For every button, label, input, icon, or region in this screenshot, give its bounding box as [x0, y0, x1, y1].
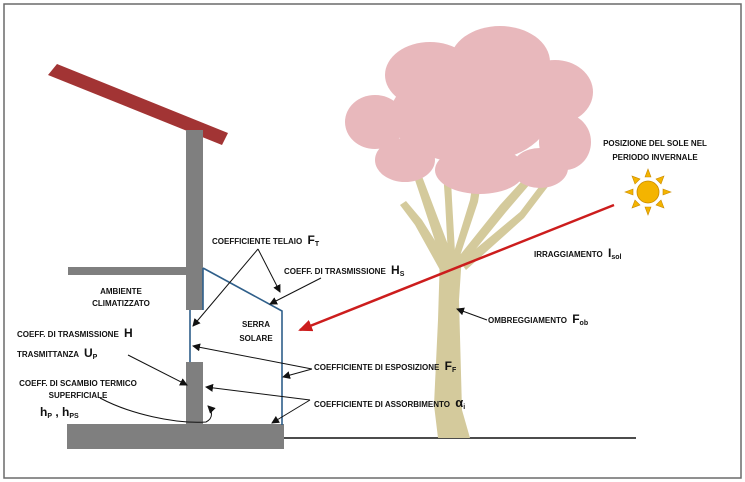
trans-hs-sub: S	[400, 271, 405, 278]
shading-text: OMBREGGIAMENTO	[488, 316, 567, 325]
trans-h-label: COEFF. DI TRASMISSIONE H	[17, 326, 133, 340]
arrow-absorption-1	[205, 383, 311, 401]
exchange-separator: ,	[52, 405, 62, 419]
exchange-h2-sub: PS	[69, 413, 79, 420]
frame-coeff-symbol: F	[307, 233, 314, 247]
arrow-trans-hs	[269, 277, 322, 305]
transmittance-symbol: U	[84, 346, 93, 360]
greenhouse-line-1: SERRA	[242, 320, 270, 329]
tree-crown	[345, 26, 593, 194]
trans-hs-text: COEFF. DI TRASMISSIONE	[284, 267, 386, 276]
trans-h-symbol: H	[124, 326, 133, 340]
arrow-frame-2	[257, 248, 281, 293]
arrow-transmittance	[127, 354, 188, 386]
exposure-label: COEFFICIENTE DI ESPOSIZIONE FF	[314, 359, 457, 374]
roof	[48, 64, 228, 145]
transmittance-sub: P	[93, 354, 98, 361]
frame-coeff-sub: T	[315, 241, 320, 248]
exchange-line-1: COEFF. DI SCAMBIO TERMICO	[19, 379, 137, 388]
diagram-frame	[3, 3, 742, 479]
arrow-exposure-2	[282, 368, 313, 379]
shading-sub: ob	[580, 320, 589, 327]
irradiation-label: IRRAGGIAMENTO Isol	[534, 246, 621, 261]
irradiation-text: IRRAGGIAMENTO	[534, 250, 603, 259]
absorption-text: COEFFICIENTE DI ASSORBIMENTO	[314, 400, 450, 409]
arrow-exposure-1	[192, 343, 313, 370]
sun-position-line-1: POSIZIONE DEL SOLE NEL	[603, 139, 707, 148]
greenhouse-line-2: SOLARE	[239, 334, 273, 343]
tree-trunk	[400, 150, 553, 438]
solar-ray-arrow	[298, 203, 615, 332]
room-line-2: CLIMATIZZATO	[92, 299, 150, 308]
callout-arrows	[99, 248, 488, 424]
transmittance-label: TRASMITTANZA UP	[17, 346, 98, 361]
trans-hs-symbol: H	[391, 263, 400, 277]
exchange-h1: h	[40, 405, 47, 419]
exchange-h2: h	[62, 405, 69, 419]
exposure-sub: F	[452, 367, 457, 374]
absorption-symbol: α	[455, 395, 463, 410]
exposure-text: COEFFICIENTE DI ESPOSIZIONE	[314, 363, 440, 372]
room-line-1: AMBIENTE	[100, 287, 142, 296]
trans-hs-label: COEFF. DI TRASMISSIONE HS	[284, 263, 405, 278]
exchange-symbols: hP , hPS	[40, 405, 79, 420]
absorption-sub: i	[463, 404, 465, 411]
frame-coeff-label: COEFFICIENTE TELAIO FT	[212, 233, 320, 248]
arrow-shading	[456, 307, 488, 321]
exposure-symbol: F	[445, 359, 452, 373]
irradiation-symbol: I	[608, 246, 611, 260]
trans-h-text: COEFF. DI TRASMISSIONE	[17, 330, 119, 339]
frame-coeff-text: COEFFICIENTE TELAIO	[212, 237, 302, 246]
sun-icon	[624, 168, 672, 216]
arrow-exchange	[99, 397, 216, 423]
shading-symbol: F	[572, 312, 579, 326]
shading-label: OMBREGGIAMENTO Fob	[488, 312, 588, 327]
arrow-absorption-2	[271, 399, 311, 424]
irradiation-sub: sol	[611, 254, 621, 261]
exchange-h1-sub: P	[47, 413, 52, 420]
arrow-frame-1	[192, 248, 259, 327]
building-wall	[67, 130, 284, 449]
sun-position-line-2: PERIODO INVERNALE	[612, 153, 698, 162]
transmittance-text: TRASMITTANZA	[17, 350, 79, 359]
absorption-label: COEFFICIENTE DI ASSORBIMENTO αi	[314, 395, 465, 411]
exchange-line-2: SUPERFICIALE	[49, 391, 108, 400]
